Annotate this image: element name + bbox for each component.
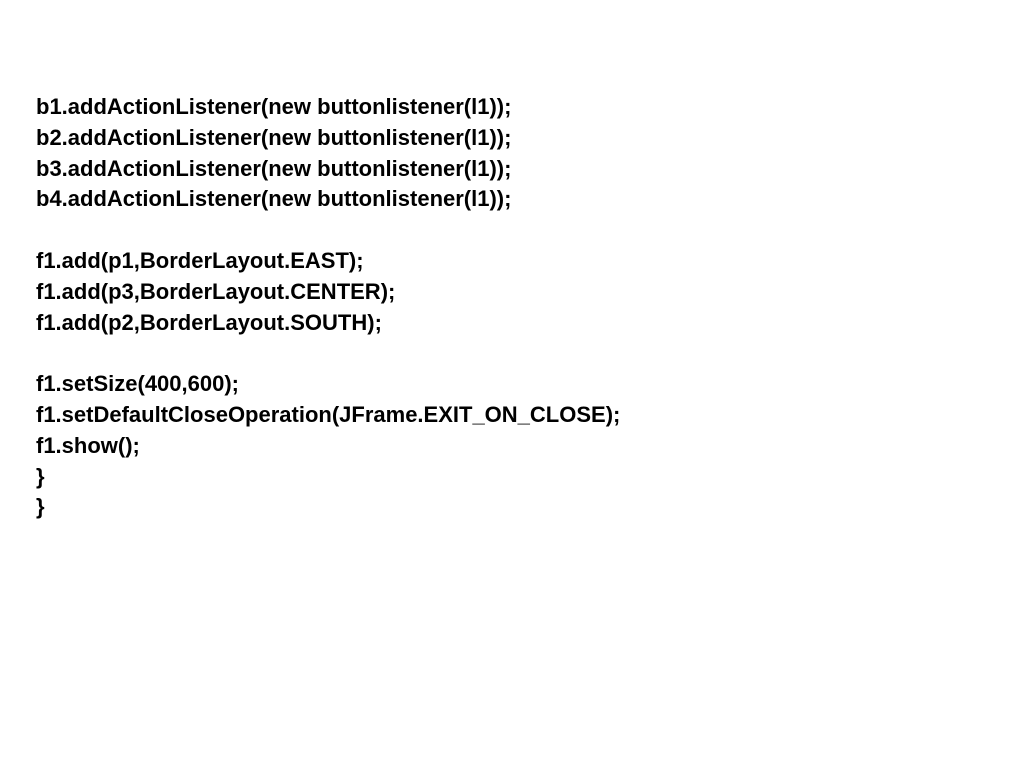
- code-line: b4.addActionListener(new buttonlistener(…: [36, 186, 512, 212]
- code-line: f1.setDefaultCloseOperation(JFrame.EXIT_…: [36, 401, 621, 427]
- code-line: b1.addActionListener(new buttonlistener(…: [36, 94, 512, 119]
- code-line: f1.add(p1,BorderLayout.EAST);: [36, 247, 364, 273]
- code-line: b2.addActionListener(new buttonlistener(…: [36, 124, 512, 150]
- code-block: b1.addActionListener(new buttonlistener(…: [36, 92, 620, 523]
- blank-line: [36, 338, 620, 369]
- closing-brace: }: [36, 494, 45, 520]
- closing-brace: }: [36, 463, 45, 489]
- blank-line: [36, 215, 620, 246]
- code-line: f1.show();: [36, 432, 140, 458]
- code-line: f1.setSize(400,600);: [36, 371, 239, 397]
- code-line: b3.addActionListener(new buttonlistener(…: [36, 155, 512, 181]
- code-line: f1.add(p3,BorderLayout.CENTER);: [36, 278, 396, 304]
- code-line: f1.add(p2,BorderLayout.SOUTH);: [36, 309, 382, 335]
